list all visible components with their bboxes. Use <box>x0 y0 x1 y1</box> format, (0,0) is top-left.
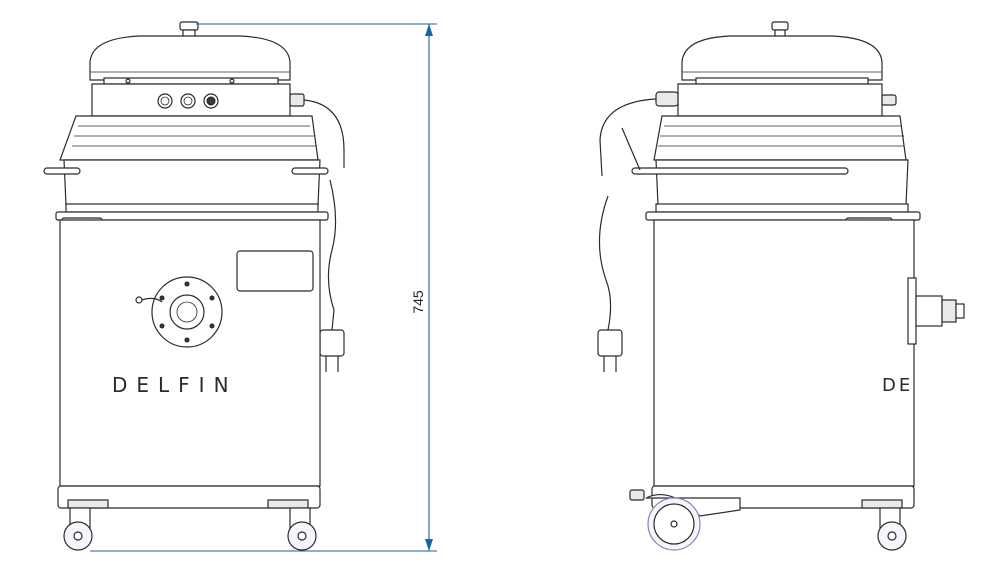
side-view: DE <box>597 21 965 551</box>
suction-inlet[interactable] <box>135 276 223 348</box>
handle-side[interactable] <box>631 167 849 175</box>
handle-left[interactable] <box>43 167 81 175</box>
brand-label-front: DELFIN <box>112 373 238 397</box>
height-dimension-label: 745 <box>410 290 426 314</box>
plug-front <box>319 329 345 372</box>
upper-tank <box>63 159 321 206</box>
power-cord-side <box>598 98 657 331</box>
main-tank-side <box>653 219 915 487</box>
handle-right[interactable] <box>291 167 329 175</box>
height-dimension: 745 <box>90 23 437 552</box>
motor-head-side <box>677 83 883 117</box>
dome-lid <box>89 35 291 81</box>
dome-lid-side <box>681 35 883 81</box>
large-wheel-side <box>629 489 741 551</box>
side-inlet[interactable] <box>907 277 965 345</box>
upper-tank-side <box>655 159 909 206</box>
filter-housing <box>59 115 319 161</box>
filter-housing-side <box>653 115 907 161</box>
label-plate <box>236 250 314 292</box>
front-view: DELFIN <box>43 21 345 551</box>
control-knobs[interactable] <box>157 93 219 109</box>
base-chassis <box>57 485 321 509</box>
brand-label-side: DE <box>882 375 913 396</box>
plug-side <box>597 329 623 372</box>
wheel-front-right <box>267 499 317 551</box>
power-cord <box>303 99 345 331</box>
top-knob-side <box>771 21 789 39</box>
wheel-front-left <box>63 499 109 551</box>
wheel-side-right <box>861 499 907 551</box>
